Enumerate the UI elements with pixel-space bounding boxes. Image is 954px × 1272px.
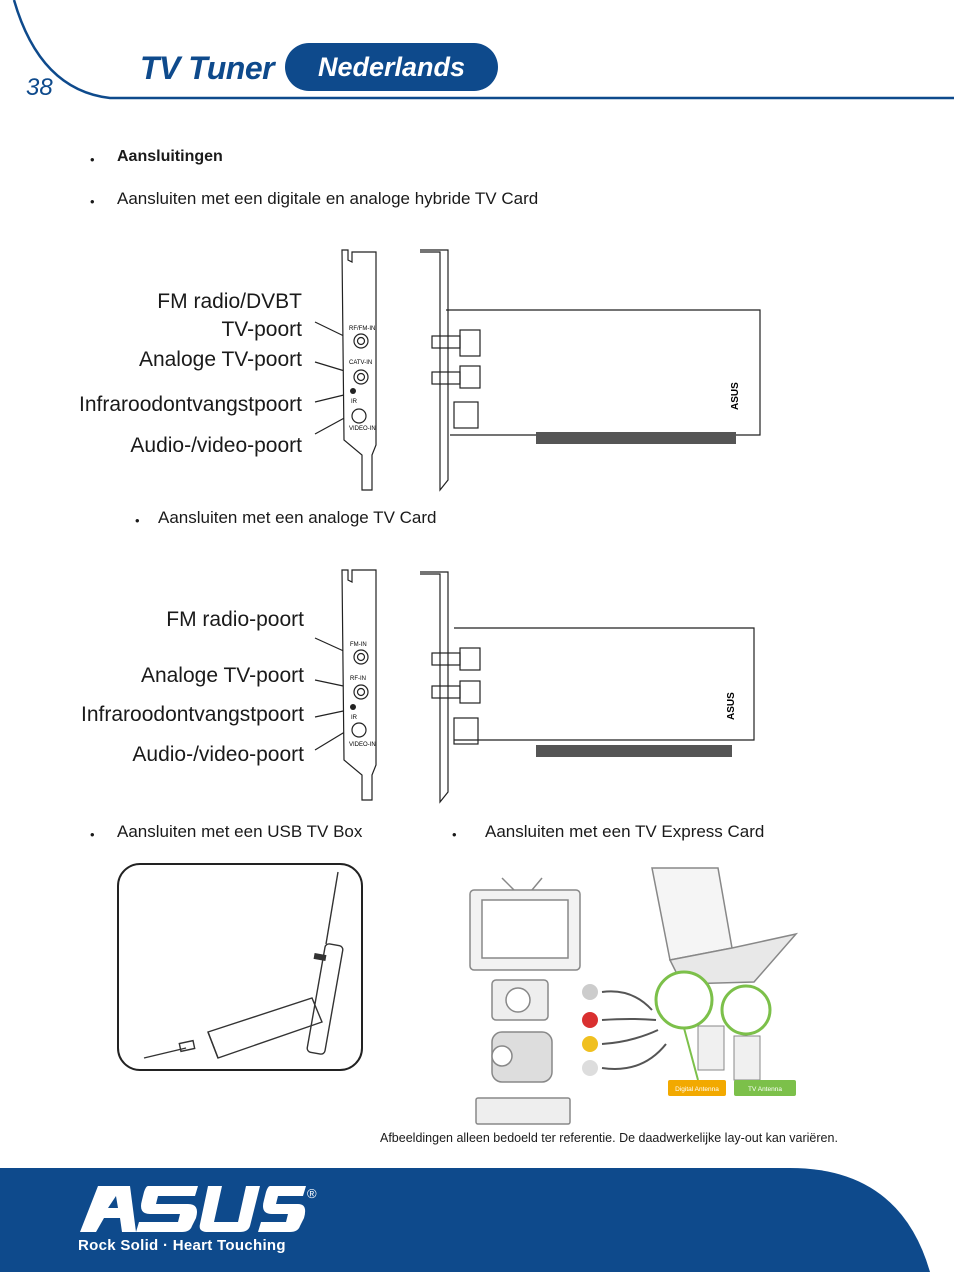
svg-text:ASUS: ASUS xyxy=(730,382,741,410)
tv-antenna-label: TV Antenna xyxy=(748,1086,782,1093)
label-infrared: Infraroodontvangstpoort xyxy=(81,703,304,726)
analog-card-diagram: ASUS FM-IN RF-IN IR VIDEO-IN xyxy=(314,569,755,804)
label-av: Audio-/video-poort xyxy=(132,743,304,766)
bracket-label-ir: IR xyxy=(351,715,358,721)
page-number: 38 xyxy=(26,74,53,101)
label-tv-poort: TV-poort xyxy=(221,318,302,341)
bracket-label-catv: CATV-IN xyxy=(349,360,372,366)
bracket-label-video: VIDEO-IN xyxy=(349,742,376,748)
bracket-label-rf: RF-IN xyxy=(350,676,366,682)
bullet-dot: • xyxy=(90,152,95,167)
bracket-label-ir: IR xyxy=(351,399,358,405)
bullet-usb-box: Aansluiten met een USB TV Box xyxy=(117,822,363,841)
footer-band xyxy=(0,1168,930,1272)
label-infrared: Infraroodontvangstpoort xyxy=(79,393,302,416)
label-av: Audio-/video-poort xyxy=(130,434,302,457)
language-badge: Nederlands xyxy=(285,43,498,91)
bullet-dot: • xyxy=(90,827,95,842)
digital-antenna-label: Digital Antenna xyxy=(675,1086,719,1093)
figure-caption: Afbeeldingen alleen bedoeld ter referent… xyxy=(380,1131,838,1145)
label-fm-dvbt: FM radio/DVBT xyxy=(157,290,302,313)
bullet-dot: • xyxy=(135,513,140,528)
bullet-dot: • xyxy=(452,827,457,842)
connections-heading: Aansluitingen xyxy=(117,148,223,165)
bracket-label-rffm: RF/FM-IN xyxy=(349,326,375,332)
bullet-express-card: Aansluiten met een TV Express Card xyxy=(485,822,765,841)
label-fm-radio: FM radio-poort xyxy=(166,608,304,631)
bullet-dot: • xyxy=(90,194,95,209)
svg-text:ASUS: ASUS xyxy=(726,692,737,720)
label-analog-tv: Analoge TV-poort xyxy=(138,348,302,371)
page-title: TV Tuner xyxy=(140,50,275,86)
asus-logo xyxy=(80,1186,306,1232)
tv-express-card-illustration: Digital Antenna TV Antenna xyxy=(469,867,799,1125)
hybrid-card-diagram: ASUS RF/FM-IN CATV-IN IR VIDEO-IN xyxy=(314,249,761,492)
label-analog-tv: Analoge TV-poort xyxy=(140,664,304,687)
bullet-hybrid-card: Aansluiten met een digitale en analoge h… xyxy=(117,189,539,208)
bullet-analog-card: Aansluiten met een analoge TV Card xyxy=(158,508,437,527)
usb-tv-box-illustration xyxy=(117,863,363,1071)
registered-mark: ® xyxy=(307,1186,317,1201)
bracket-label-fm: FM-IN xyxy=(350,642,367,648)
header-decoration xyxy=(12,0,954,100)
brand-tagline: Rock Solid · Heart Touching xyxy=(78,1237,286,1254)
bracket-label-video: VIDEO-IN xyxy=(349,426,376,432)
